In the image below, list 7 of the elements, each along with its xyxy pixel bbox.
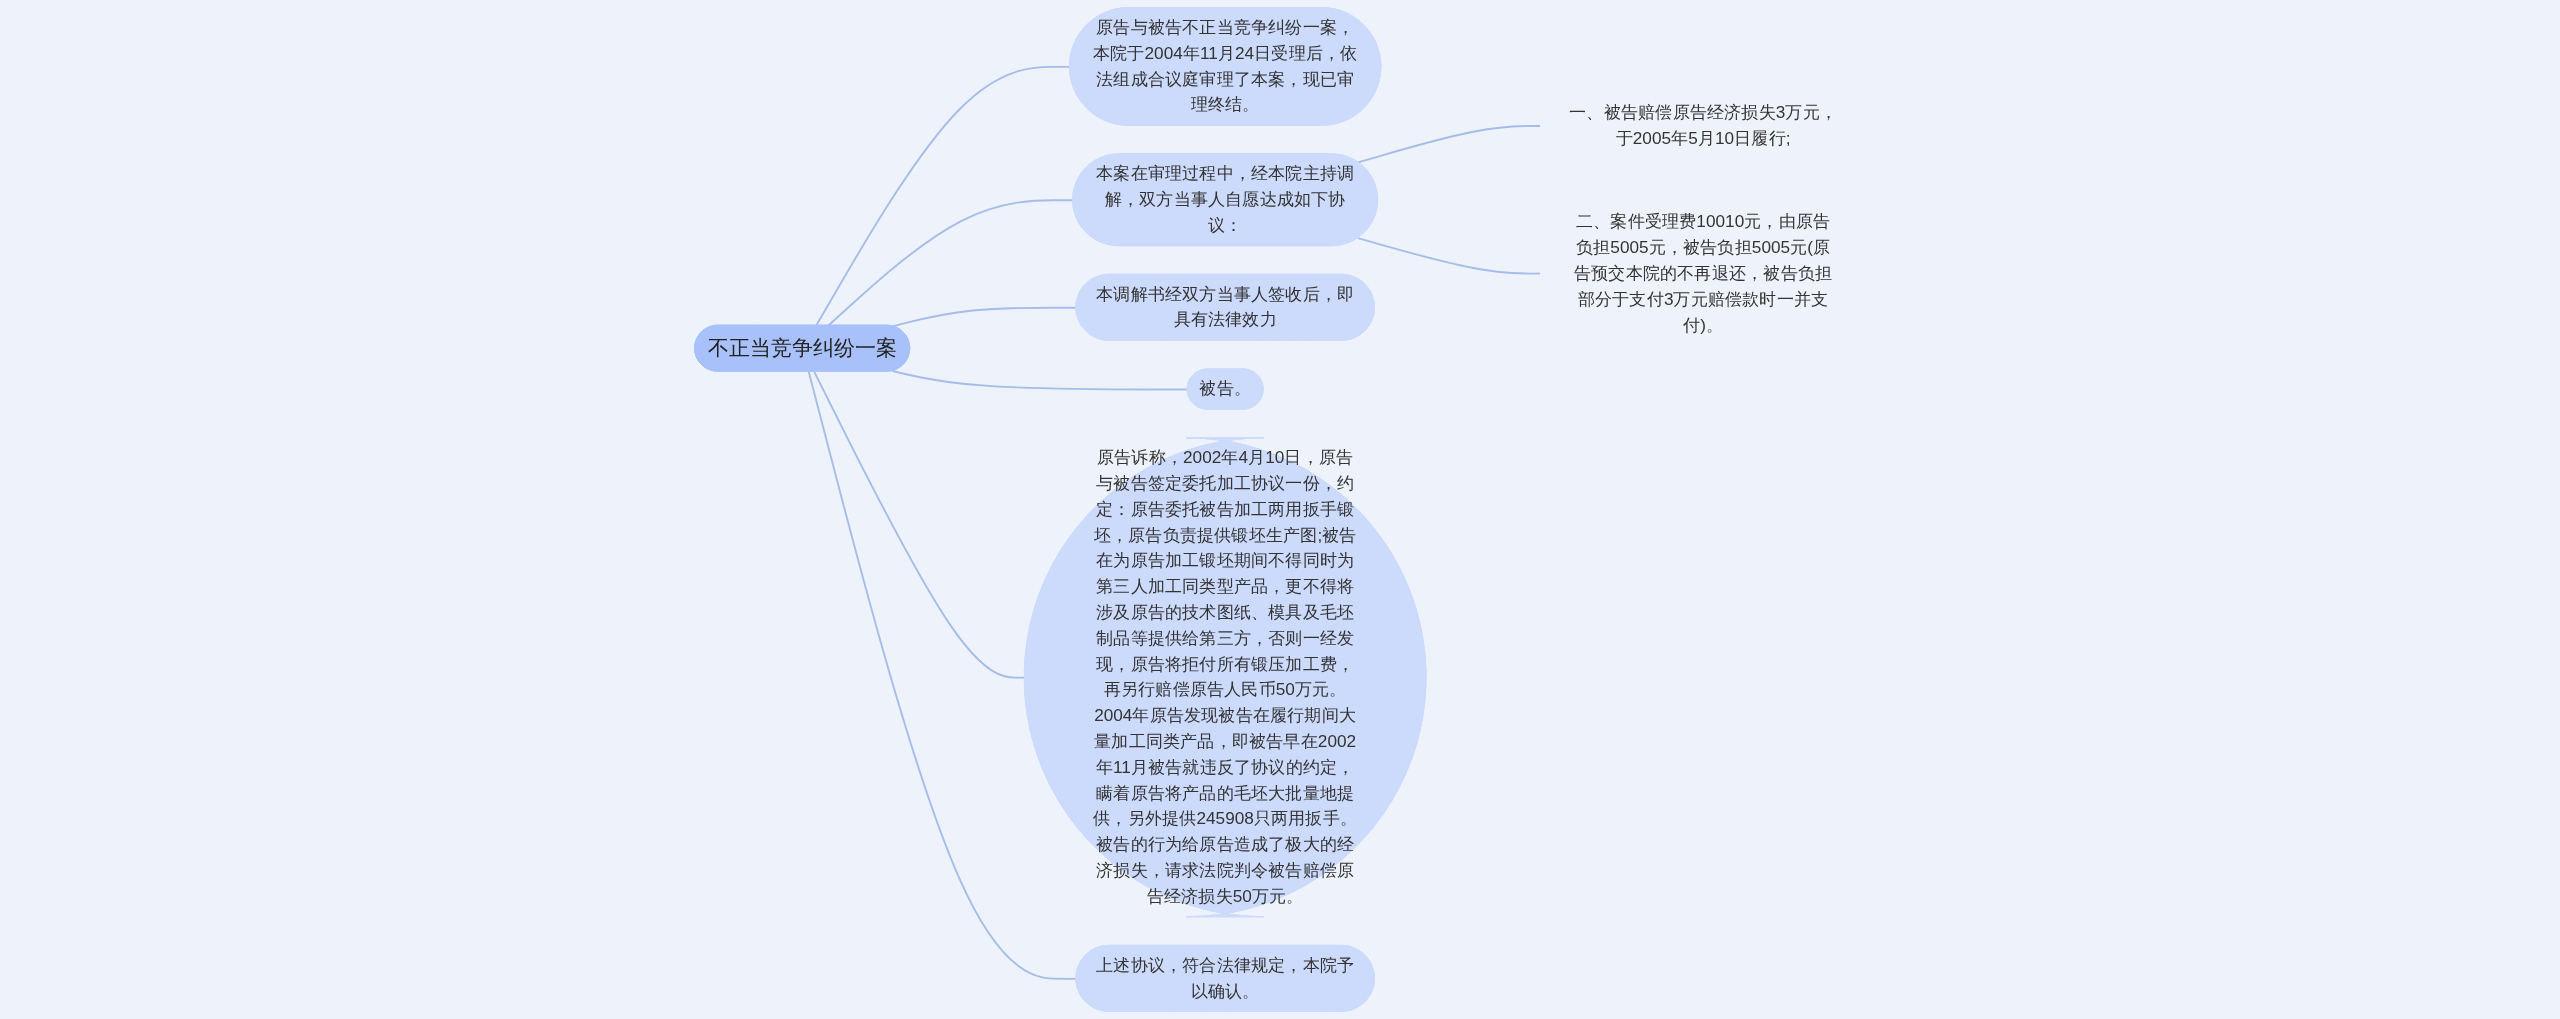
node-text: 二、案件受理费10010元，由原告负担5005元，被告负担5005元(原告预交本院的不再退还，被告负担部分于支付3万元赔偿款时一并支付)。 [1573, 211, 1833, 335]
connector [891, 370, 1189, 391]
node-text: 一、被告赔偿原告经济损失3万元，于2005年5月10日履行; [1569, 103, 1837, 148]
connector [813, 370, 1026, 679]
connector [1356, 237, 1542, 275]
connector [827, 199, 1074, 327]
connector [815, 65, 1071, 327]
